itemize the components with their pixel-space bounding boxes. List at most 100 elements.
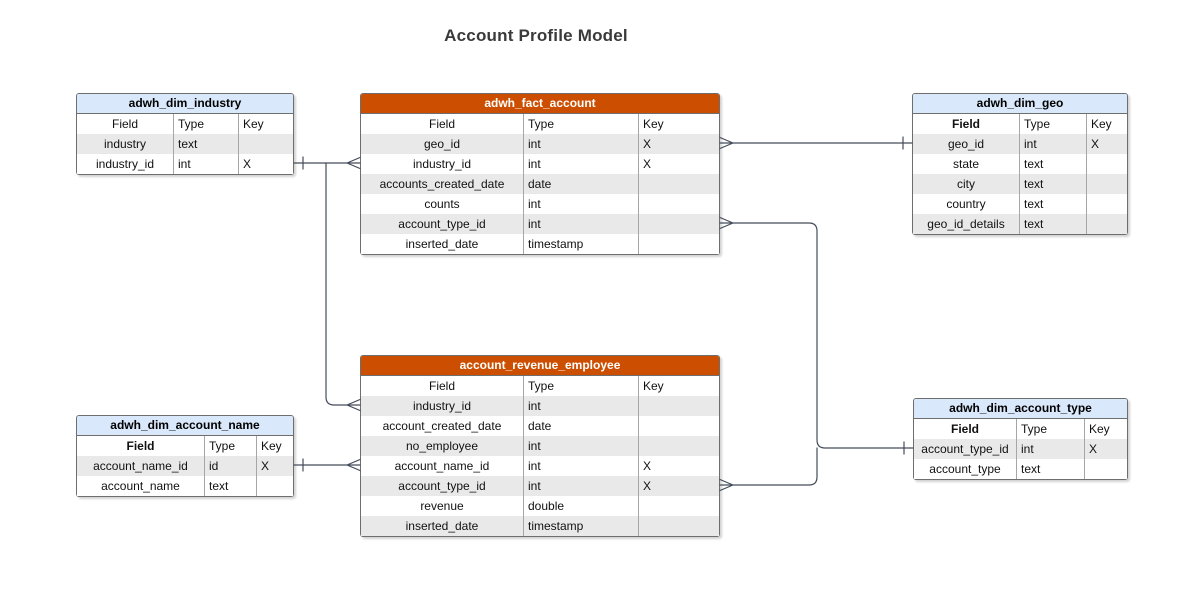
field-row: city text <box>913 174 1127 194</box>
table-title: adwh_dim_industry <box>77 94 293 114</box>
column-header-key: Key <box>1084 419 1127 439</box>
field-type-cell: id <box>204 456 256 476</box>
field-row: inserted_date timestamp <box>361 234 719 254</box>
field-key-cell <box>638 416 719 436</box>
field-name-cell: account_name_id <box>93 459 188 473</box>
field-row: account_created_date date <box>361 416 719 436</box>
connector-revenue-employee-to-account-type <box>719 447 818 492</box>
field-type-cell: timestamp <box>523 516 638 536</box>
field-name-cell: account_type <box>929 462 1001 476</box>
connector-fact-account-to-account-type <box>719 216 914 455</box>
field-name-cell: city <box>957 177 975 191</box>
field-type-cell: int <box>523 154 638 174</box>
field-name-cell: inserted_date <box>405 237 479 251</box>
field-name-cell: geo_id_details <box>927 217 1005 231</box>
field-key-cell <box>1086 174 1127 194</box>
field-name-cell: industry_id <box>95 157 155 171</box>
field-key-cell <box>638 174 719 194</box>
field-type-cell: text <box>1019 194 1086 214</box>
field-name-cell: account_name <box>101 479 180 493</box>
field-row: country text <box>913 194 1127 214</box>
field-name-cell: revenue <box>420 499 464 513</box>
field-type-cell: date <box>523 416 638 436</box>
field-name-cell: account_created_date <box>382 419 502 433</box>
column-header-type: Type <box>523 114 638 134</box>
field-row: inserted_date timestamp <box>361 516 719 536</box>
field-name-cell: industry_id <box>412 399 472 413</box>
field-type-cell: int <box>523 134 638 154</box>
field-row: account_name text <box>77 476 293 496</box>
diagram-title: Account Profile Model <box>444 26 628 45</box>
column-header-type: Type <box>204 436 256 456</box>
field-key-cell <box>638 234 719 254</box>
table-title: adwh_dim_account_type <box>914 399 1127 419</box>
column-header-key: Key <box>1086 114 1127 134</box>
column-header-type: Type <box>173 114 238 134</box>
table-title: adwh_fact_account <box>361 94 719 114</box>
field-type-cell: double <box>523 496 638 516</box>
field-name-cell: geo_id <box>423 137 461 151</box>
field-name-cell: accounts_created_date <box>379 177 505 191</box>
field-name-cell: country <box>946 197 986 211</box>
column-header-field: Field <box>111 117 138 131</box>
field-key-cell: X <box>638 476 719 496</box>
field-type-cell: text <box>1019 174 1086 194</box>
field-type-cell: int <box>523 456 638 476</box>
column-header-field: Field <box>126 439 155 453</box>
field-type-cell: timestamp <box>523 234 638 254</box>
field-key-cell: X <box>256 456 293 476</box>
field-key-cell: X <box>238 154 293 174</box>
connector-industry-to-fact-account <box>293 156 361 170</box>
column-header-key: Key <box>638 114 719 134</box>
field-key-cell: X <box>638 456 719 476</box>
table-title: adwh_dim_account_name <box>77 416 293 436</box>
column-header-key: Key <box>638 376 719 396</box>
column-header-field: Field <box>951 117 980 131</box>
field-name-cell: state <box>952 157 979 171</box>
field-key-cell <box>638 214 719 234</box>
column-header-type: Type <box>1019 114 1086 134</box>
field-name-cell: industry_id <box>412 157 472 171</box>
field-type-cell: int <box>523 194 638 214</box>
field-name-cell: account_name_id <box>394 459 490 473</box>
field-key-cell <box>638 516 719 536</box>
field-name-cell: counts <box>424 197 460 211</box>
field-type-cell: text <box>204 476 256 496</box>
field-key-cell <box>1084 459 1127 479</box>
field-type-cell: int <box>523 214 638 234</box>
connector-fact-account-to-geo <box>719 136 913 150</box>
field-type-cell: int <box>1016 439 1084 459</box>
field-type-cell: int <box>523 396 638 416</box>
connector-industry-to-revenue-employee <box>325 162 361 412</box>
field-row: no_employee int <box>361 436 719 456</box>
field-type-cell: int <box>173 154 238 174</box>
field-key-cell: X <box>638 154 719 174</box>
field-type-cell: int <box>1019 134 1086 154</box>
field-key-cell <box>1086 214 1127 234</box>
field-row: industry_id int <box>361 396 719 416</box>
field-type-cell: int <box>523 436 638 456</box>
field-row: revenue double <box>361 496 719 516</box>
field-key-cell: X <box>1084 439 1127 459</box>
field-name-cell: account_type_id <box>398 217 486 231</box>
field-name-cell: inserted_date <box>405 519 479 533</box>
field-name-cell: no_employee <box>405 439 479 453</box>
